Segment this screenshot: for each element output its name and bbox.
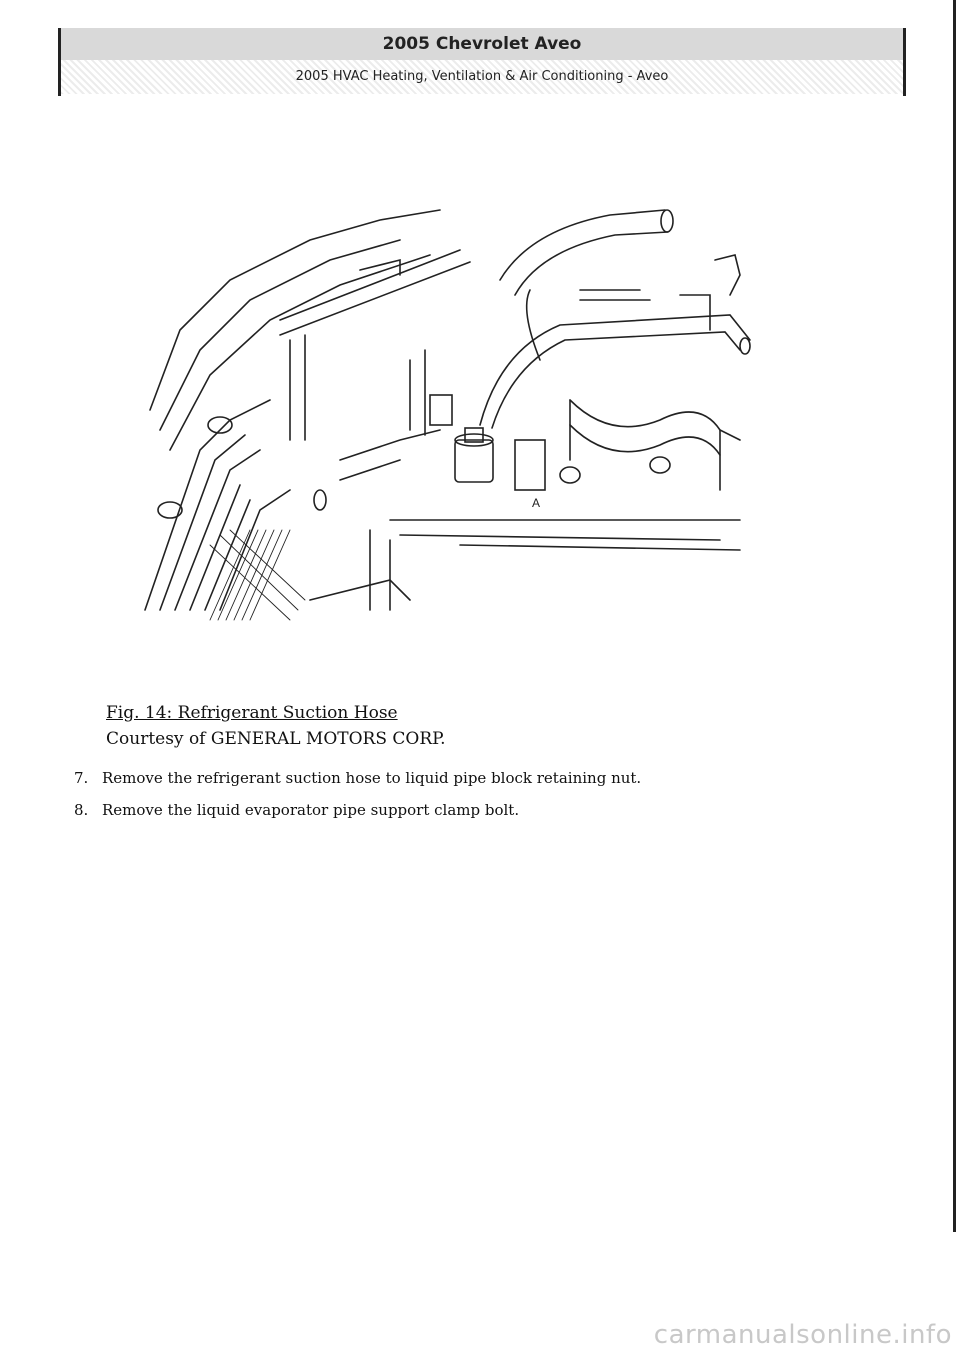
- figure-caption: Fig. 14: Refrigerant Suction Hose Courte…: [106, 700, 446, 752]
- procedure-steps: 7. Remove the refrigerant suction hose t…: [74, 768, 641, 832]
- figure-credit: Courtesy of GENERAL MOTORS CORP.: [106, 729, 446, 749]
- step-text: Remove the refrigerant suction hose to l…: [102, 769, 642, 787]
- page-header: 2005 Chevrolet Aveo 2005 HVAC Heating, V…: [58, 28, 906, 96]
- step-text: Remove the liquid evaporator pipe suppor…: [102, 801, 520, 819]
- header-subtitle: 2005 HVAC Heating, Ventilation & Air Con…: [61, 60, 903, 94]
- step-number: 7.: [74, 769, 89, 787]
- refrigerant-suction-hose-illustration: A: [144, 209, 751, 621]
- figure-title: Fig. 14: Refrigerant Suction Hose: [106, 703, 398, 723]
- right-margin-rule: [953, 0, 956, 1232]
- step-8: 8. Remove the liquid evaporator pipe sup…: [74, 800, 641, 820]
- callout-label: A: [532, 496, 540, 510]
- step-7: 7. Remove the refrigerant suction hose t…: [74, 768, 641, 788]
- step-number: 8.: [74, 801, 89, 819]
- header-title: 2005 Chevrolet Aveo: [61, 28, 903, 60]
- site-watermark: carmanualsonline.info: [653, 1320, 952, 1350]
